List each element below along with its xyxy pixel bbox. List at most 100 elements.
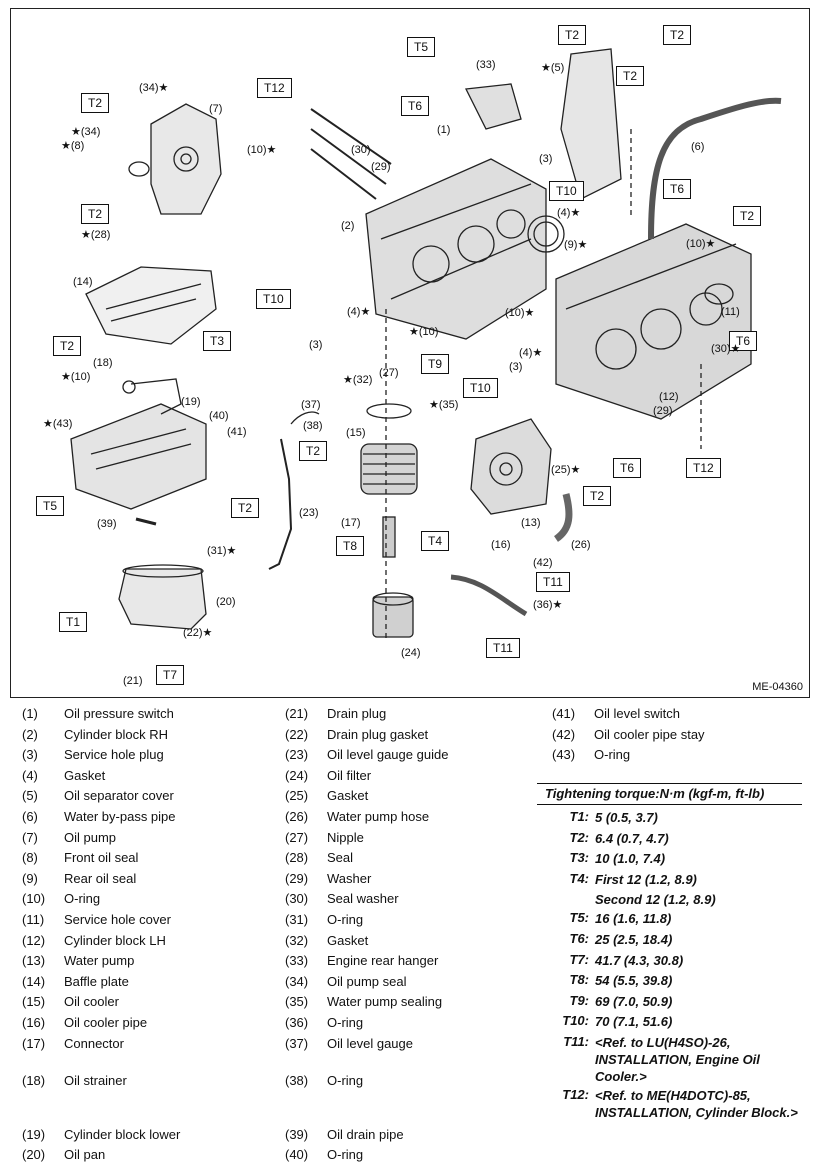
legend-number: (31) bbox=[285, 911, 309, 927]
legend-name: Oil strainer bbox=[64, 1072, 127, 1088]
torque-value: 41.7 (4.3, 30.8) bbox=[595, 952, 684, 968]
torque-key: T4: bbox=[569, 870, 590, 886]
torque-key: T12: bbox=[562, 1086, 589, 1102]
torque-code-box: T6 bbox=[663, 179, 692, 199]
torque-value: 54 (5.5, 39.8) bbox=[595, 973, 673, 989]
torque-code-box: T12 bbox=[257, 78, 292, 98]
legend-item: (39)Oil drain pipe bbox=[285, 1125, 448, 1146]
torque-row: T5:16 (1.6, 11.8) bbox=[537, 908, 802, 929]
legend-item: (36)O-ring bbox=[285, 1013, 448, 1034]
part-callout: (17) bbox=[341, 517, 361, 529]
part-callout: (40) bbox=[209, 410, 229, 422]
legend-name: Water by-pass pipe bbox=[64, 808, 176, 824]
legend-number: (23) bbox=[285, 747, 309, 763]
legend-item: (9)Rear oil seal bbox=[22, 869, 180, 890]
torque-row: T7:41.7 (4.3, 30.8) bbox=[537, 950, 802, 971]
legend-name: Cylinder block lower bbox=[64, 1126, 181, 1142]
legend-item: (13)Water pump bbox=[22, 951, 180, 972]
legend-item: (26) Water pump hose bbox=[285, 807, 448, 828]
torque-row: T2:6.4 (0.7, 4.7) bbox=[537, 828, 802, 849]
torque-key: T3: bbox=[569, 850, 590, 866]
legend-item: (30)Seal washer bbox=[285, 889, 448, 910]
torque-value: Second 12 (1.2, 8.9) bbox=[595, 892, 716, 908]
part-callout: ★(32) bbox=[343, 374, 373, 386]
legend-name: Water pump bbox=[64, 953, 135, 969]
legend-name: Water pump sealing bbox=[327, 994, 443, 1010]
legend-item: (1)Oil pressure switch bbox=[22, 704, 180, 725]
legend-item: (40)O-ring bbox=[285, 1145, 448, 1166]
part-callout: ★(8) bbox=[61, 140, 85, 152]
part-callout: (20) bbox=[216, 596, 236, 608]
legend-item: (24)Oil filter bbox=[285, 766, 448, 787]
legend-item: (14)Baffle plate bbox=[22, 972, 180, 993]
part-callout: (6) bbox=[691, 141, 705, 153]
torque-code-box: T2 bbox=[663, 25, 692, 45]
torque-value: First 12 (1.2, 8.9) bbox=[595, 871, 697, 887]
legend-number: (34) bbox=[285, 973, 309, 989]
torque-code-box: T5 bbox=[36, 496, 65, 516]
torque-code-box: T6 bbox=[613, 458, 642, 478]
part-callout: (2) bbox=[341, 220, 355, 232]
torque-code-box: T2 bbox=[616, 66, 645, 86]
torque-value: 69 (7.0, 50.9) bbox=[595, 993, 673, 1009]
part-callout: ★(35) bbox=[429, 399, 459, 411]
torque-row: T1:5 (0.5, 3.7) bbox=[537, 807, 802, 828]
legend-column-2: (21)Drain plug (22)Drain plug gasket (23… bbox=[285, 704, 448, 1166]
legend-number: (22) bbox=[285, 726, 309, 742]
legend-item: (5)Oil separator cover bbox=[22, 786, 180, 807]
legend-number: (38) bbox=[285, 1072, 309, 1088]
legend-number: (20) bbox=[22, 1147, 46, 1163]
torque-code-box: T10 bbox=[256, 289, 291, 309]
legend-number: (11) bbox=[22, 911, 45, 927]
legend-number: (28) bbox=[285, 850, 309, 866]
part-callout: ★(10) bbox=[409, 326, 439, 338]
legend-number: (29) bbox=[285, 870, 309, 886]
legend-number: (26) bbox=[285, 808, 309, 824]
legend-name: Water pump hose bbox=[327, 808, 430, 824]
torque-row: T9: 69 (7.0, 50.9) bbox=[537, 991, 802, 1012]
part-callout: (10)★ bbox=[247, 144, 277, 156]
legend-number: (35) bbox=[285, 994, 309, 1010]
legend-item: (17)Connector bbox=[22, 1034, 180, 1071]
part-callout: (10)★ bbox=[686, 238, 716, 250]
legend-item: (29)Washer bbox=[285, 869, 448, 890]
torque-code-box: T2 bbox=[558, 25, 587, 45]
legend-name: Oil level switch bbox=[594, 706, 680, 721]
torque-code-box: T8 bbox=[336, 536, 365, 556]
part-callout: (22)★ bbox=[183, 627, 213, 639]
part-callout: ★(34) bbox=[71, 126, 101, 138]
legend-item: (28)Seal bbox=[285, 848, 448, 869]
legend-item: (38)O-ring bbox=[285, 1071, 448, 1125]
torque-key bbox=[537, 889, 595, 908]
legend-item: (33)Engine rear hanger bbox=[285, 951, 448, 972]
legend-item: (31) O-ring bbox=[285, 910, 448, 931]
legend-number: (5) bbox=[22, 788, 38, 804]
legend-number: (41) bbox=[552, 706, 576, 721]
part-callout: (4)★ bbox=[557, 207, 581, 219]
torque-row: T6:25 (2.5, 18.4) bbox=[537, 929, 802, 950]
torque-row: T4: First 12 (1.2, 8.9) bbox=[537, 869, 802, 890]
torque-value: 16 (1.6, 11.8) bbox=[595, 911, 672, 927]
torque-code-box: T11 bbox=[536, 572, 570, 592]
torque-code-box: T11 bbox=[486, 638, 520, 658]
legend-item: (27)Nipple bbox=[285, 828, 448, 849]
legend-number: (19) bbox=[22, 1126, 46, 1142]
legend-name: Gasket bbox=[327, 788, 369, 804]
torque-key: T9: bbox=[569, 992, 590, 1008]
legend-number: (30) bbox=[285, 891, 309, 907]
legend-name: Oil filter bbox=[327, 767, 372, 783]
torque-specification-table: Tightening torque:N·m (kgf-m, ft-lb) T1:… bbox=[537, 783, 802, 1121]
legend-item: (12)Cylinder block LH bbox=[22, 931, 180, 952]
torque-value: 70 (7.1, 51.6) bbox=[595, 1014, 673, 1030]
legend-item: (20)Oil pan bbox=[22, 1145, 180, 1166]
legend-number: (43) bbox=[552, 747, 576, 763]
torque-key: T6: bbox=[569, 930, 590, 946]
torque-value: 5 (0.5, 3.7) bbox=[595, 810, 658, 825]
legend-name: Service hole plug bbox=[64, 747, 164, 763]
legend-number: (32) bbox=[285, 932, 309, 948]
part-callout: (42) bbox=[533, 557, 553, 569]
legend-name: O-ring bbox=[327, 911, 364, 927]
torque-key: T2: bbox=[569, 829, 590, 845]
legend-item: (19) Cylinder block lower bbox=[22, 1125, 180, 1146]
legend-name: Drain plug gasket bbox=[327, 726, 429, 742]
